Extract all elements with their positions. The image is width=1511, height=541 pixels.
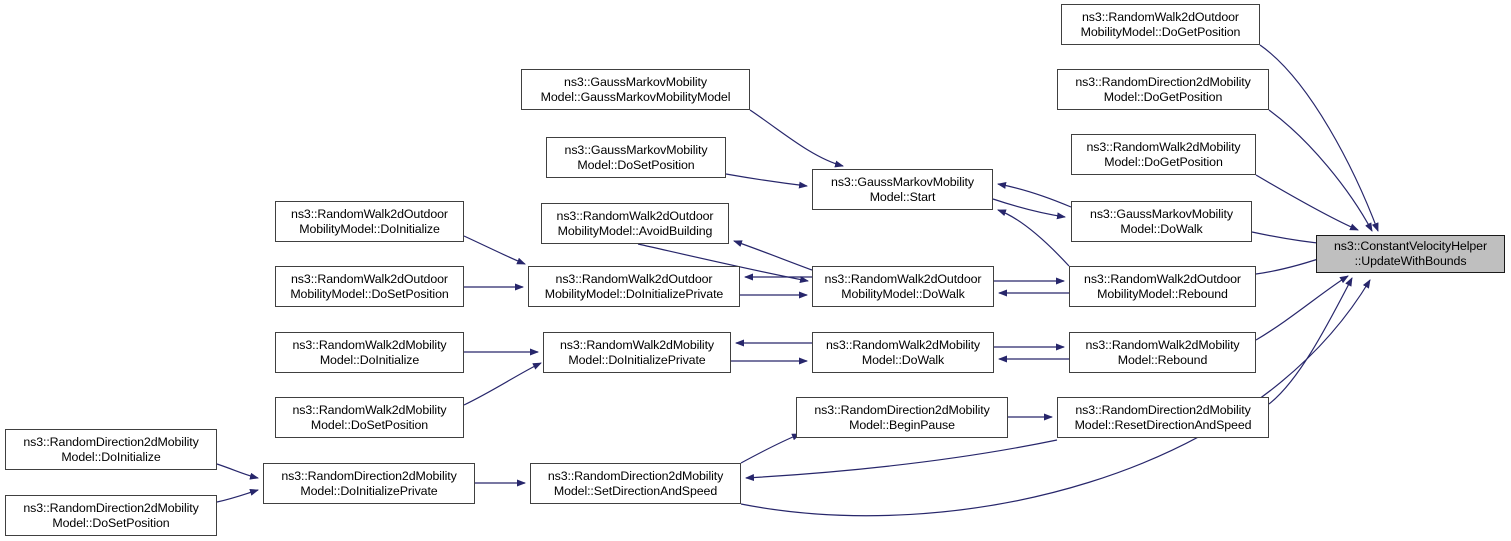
graph-node-rw2d_dowalk[interactable]: ns3::RandomWalk2dMobility Model::DoWalk bbox=[812, 332, 994, 373]
graph-node-label: ns3::GaussMarkovMobility Model::DoWalk bbox=[1090, 206, 1233, 236]
graph-node-rd2d_dosetposition[interactable]: ns3::RandomDirection2dMobility Model::Do… bbox=[5, 495, 217, 536]
graph-node-label: ns3::RandomWalk2dOutdoor MobilityModel::… bbox=[1080, 9, 1241, 39]
graph-node-rw2d_dosetposition[interactable]: ns3::RandomWalk2dMobility Model::DoSetPo… bbox=[275, 397, 464, 438]
graph-edge bbox=[745, 439, 1058, 482]
graph-node-label: ns3::RandomDirection2dMobility Model::Do… bbox=[23, 500, 199, 530]
graph-node-label: ns3::RandomWalk2dOutdoor MobilityModel::… bbox=[290, 271, 449, 301]
graph-edge bbox=[1259, 44, 1379, 232]
graph-node-label: ns3::RandomWalk2dMobility Model::DoSetPo… bbox=[292, 402, 447, 432]
graph-edge bbox=[463, 362, 542, 406]
graph-node-rw2dout_dowalk[interactable]: ns3::RandomWalk2dOutdoor MobilityModel::… bbox=[812, 266, 994, 307]
graph-edge bbox=[216, 489, 259, 503]
graph-edge bbox=[997, 209, 1070, 267]
graph-node-label: ns3::GaussMarkovMobility Model::GaussMar… bbox=[540, 74, 731, 104]
graph-node-gm_start[interactable]: ns3::GaussMarkovMobility Model::Start bbox=[812, 169, 993, 210]
graph-node-gm_dowalk[interactable]: ns3::GaussMarkovMobility Model::DoWalk bbox=[1071, 201, 1252, 242]
graph-node-rw2dout_dosetposition[interactable]: ns3::RandomWalk2dOutdoor MobilityModel::… bbox=[275, 266, 464, 307]
graph-edge bbox=[1255, 174, 1359, 231]
graph-node-label: ns3::RandomWalk2dMobility Model::Rebound bbox=[1085, 337, 1240, 367]
graph-node-rw2d_doinitprivate[interactable]: ns3::RandomWalk2dMobility Model::DoIniti… bbox=[543, 332, 731, 373]
graph-edge bbox=[997, 181, 1072, 208]
graph-edge bbox=[733, 240, 813, 271]
graph-edge bbox=[463, 235, 526, 265]
graph-edge bbox=[1268, 277, 1353, 405]
graph-edge bbox=[749, 109, 844, 168]
graph-node-label: ns3::RandomWalk2dOutdoor MobilityModel::… bbox=[556, 208, 714, 238]
graph-node-rw2d_dogetposition[interactable]: ns3::RandomWalk2dMobility Model::DoGetPo… bbox=[1071, 134, 1256, 175]
graph-node-label: ns3::RandomDirection2dMobility Model::Be… bbox=[814, 402, 990, 432]
graph-node-rw2dout_doinitprivate[interactable]: ns3::RandomWalk2dOutdoor MobilityModel::… bbox=[528, 266, 740, 307]
graph-node-label: ns3::RandomWalk2dOutdoor MobilityModel::… bbox=[544, 271, 724, 301]
graph-edge bbox=[992, 198, 1066, 220]
graph-node-gm_dosetposition[interactable]: ns3::GaussMarkovMobility Model::DoSetPos… bbox=[546, 137, 726, 178]
graph-node-rw2d_doinitialize[interactable]: ns3::RandomWalk2dMobility Model::DoIniti… bbox=[275, 332, 464, 373]
graph-node-label: ns3::RandomWalk2dMobility Model::DoWalk bbox=[825, 337, 981, 367]
graph-node-label: ns3::GaussMarkovMobility Model::DoSetPos… bbox=[564, 142, 708, 172]
graph-node-rd2d_setdirspeed[interactable]: ns3::RandomDirection2dMobility Model::Se… bbox=[530, 463, 741, 504]
graph-edge bbox=[740, 433, 801, 464]
graph-node-label: ns3::RandomWalk2dMobility Model::DoIniti… bbox=[559, 337, 715, 367]
graph-node-rd2d_doinitialize[interactable]: ns3::RandomDirection2dMobility Model::Do… bbox=[5, 429, 217, 470]
graph-node-label: ns3::RandomDirection2dMobility Model::Do… bbox=[23, 434, 199, 464]
graph-node-rw2dout_dogetposition[interactable]: ns3::RandomWalk2dOutdoor MobilityModel::… bbox=[1061, 4, 1260, 45]
graph-edge bbox=[216, 463, 259, 480]
graph-node-rw2dout_avoidbuilding[interactable]: ns3::RandomWalk2dOutdoor MobilityModel::… bbox=[541, 203, 729, 244]
graph-node-rd2d_dogetposition[interactable]: ns3::RandomDirection2dMobility Model::Do… bbox=[1057, 69, 1269, 110]
graph-node-label: ns3::RandomDirection2dMobility Model::Re… bbox=[1074, 402, 1252, 432]
graph-node-rd2d_resetdirspeed[interactable]: ns3::RandomDirection2dMobility Model::Re… bbox=[1057, 397, 1269, 438]
graph-node-label: ns3::GaussMarkovMobility Model::Start bbox=[831, 174, 974, 204]
graph-node-gm_ctor[interactable]: ns3::GaussMarkovMobility Model::GaussMar… bbox=[521, 69, 750, 110]
graph-node-label: ns3::RandomWalk2dOutdoor MobilityModel::… bbox=[291, 206, 448, 236]
graph-edge bbox=[725, 173, 808, 189]
graph-node-rw2d_rebound[interactable]: ns3::RandomWalk2dMobility Model::Rebound bbox=[1069, 332, 1256, 373]
graph-node-cvh_updatewithbounds[interactable]: ns3::ConstantVelocityHelper ::UpdateWith… bbox=[1316, 235, 1505, 273]
graph-node-label: ns3::RandomWalk2dOutdoor MobilityModel::… bbox=[1084, 271, 1241, 301]
graph-node-rd2d_doinitprivate[interactable]: ns3::RandomDirection2dMobility Model::Do… bbox=[263, 463, 475, 504]
graph-node-label: ns3::RandomWalk2dMobility Model::DoIniti… bbox=[292, 337, 447, 367]
graph-node-rw2dout_doinitialize[interactable]: ns3::RandomWalk2dOutdoor MobilityModel::… bbox=[275, 201, 464, 242]
graph-node-label: ns3::RandomDirection2dMobility Model::Se… bbox=[547, 468, 724, 498]
graph-node-label: ns3::ConstantVelocityHelper ::UpdateWith… bbox=[1334, 239, 1487, 268]
graph-node-rd2d_beginpause[interactable]: ns3::RandomDirection2dMobility Model::Be… bbox=[796, 397, 1008, 438]
graph-node-label: ns3::RandomWalk2dMobility Model::DoGetPo… bbox=[1086, 139, 1241, 169]
graph-edge bbox=[1268, 109, 1373, 232]
graph-node-label: ns3::RandomWalk2dOutdoor MobilityModel::… bbox=[824, 271, 982, 301]
graph-edge bbox=[1255, 275, 1349, 341]
graph-node-label: ns3::RandomDirection2dMobility Model::Do… bbox=[1075, 74, 1251, 104]
graph-node-rw2dout_rebound[interactable]: ns3::RandomWalk2dOutdoor MobilityModel::… bbox=[1069, 266, 1256, 307]
graph-node-label: ns3::RandomDirection2dMobility Model::Do… bbox=[281, 468, 457, 498]
